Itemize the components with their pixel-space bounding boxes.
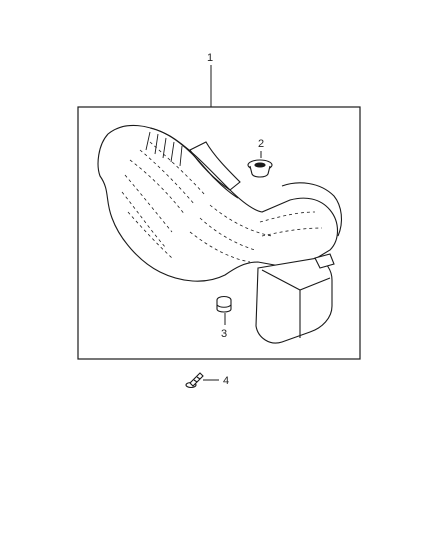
air-inlet-duct <box>97 124 343 282</box>
duct-elbow-edge <box>149 127 239 199</box>
callout-3-label: 3 <box>221 328 227 340</box>
grommet-2-body <box>249 165 271 178</box>
screw-4-thread <box>193 376 201 383</box>
bushing-3-body <box>216 300 232 313</box>
resonator-body <box>255 257 333 344</box>
duct-flange <box>189 141 241 191</box>
screw-4-shank <box>189 372 204 387</box>
grommet-2-hole <box>254 162 266 168</box>
duct-head-ribs <box>145 131 183 167</box>
grommet-part-2 <box>247 159 273 178</box>
assembly-frame <box>77 106 361 360</box>
duct-ribbing <box>121 141 323 263</box>
callout-4-label: 4 <box>223 375 229 387</box>
callout-1-label: 1 <box>207 52 213 64</box>
bushing-part-3 <box>216 295 232 313</box>
duct-connector-lip <box>281 182 343 237</box>
screw-part-4 <box>185 372 204 389</box>
resonator-mount-tab <box>314 253 335 269</box>
bushing-3-ring <box>216 304 232 308</box>
callout-2-label: 2 <box>258 138 264 150</box>
duct-body-outline <box>97 124 339 282</box>
resonator-box <box>255 253 335 344</box>
